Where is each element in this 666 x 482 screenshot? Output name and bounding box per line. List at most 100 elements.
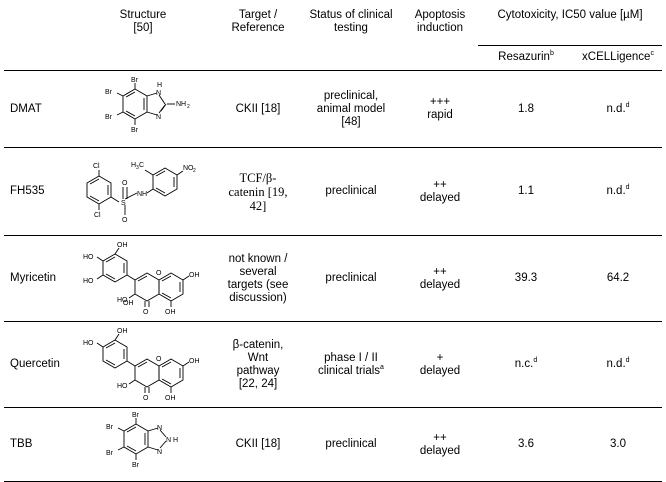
apoptosis-timing: delayed [419,278,461,291]
structure-fh535: Cl H 3 C NO 2 S NH O O Cl [70,147,216,236]
target-line: pathway [236,364,280,377]
xcelligence-text: n.d. [606,185,626,197]
atom-label: 3 [136,165,139,171]
atom-label: HO [83,278,94,285]
atom-label: N [156,114,161,121]
status-line: preclinical, [323,89,379,102]
atom-label: H [157,82,162,89]
compound-table: Structure [50] Target / Reference Status… [4,4,663,482]
structure-dmat: Br Br Br Br H N N NH 2 [70,70,216,148]
atom-label: OH [117,328,128,335]
xcelligence-text: n.d. [606,358,626,370]
resazurin-value: n.c.d [478,321,574,408]
header-apoptosis-label-2: induction [416,22,464,34]
table-row: Myricetin [4,235,663,322]
atom-label: NO [183,165,194,172]
compound-name: DMAT [4,70,70,148]
apoptosis-level: ++ [433,431,447,444]
atom-label: N [156,90,161,97]
status-line: clinical trialsa [303,364,399,378]
header-xcelligence-footnote: c [650,50,654,58]
apoptosis-level: ++ [433,265,447,278]
header-resazurin-label: Resazurin [498,51,550,63]
header-resazurin-footnote: b [549,50,554,58]
footnote-marker: d [533,357,538,365]
atom-label: Br [106,450,114,457]
xcelligence-value: n.d.d [574,321,663,408]
atom-label: Cl [93,163,100,170]
apoptosis-timing: delayed [419,364,461,377]
target-cell: CKII [18] [216,407,300,482]
compound-name: FH535 [4,147,70,236]
atom-label: O [143,395,149,402]
resazurin-value: 39.3 [478,235,574,322]
atom-label: O [143,309,149,316]
status-line: [48] [341,115,361,128]
target-cell: β-catenin, Wnt pathway [22, 24] [216,321,300,408]
table-row: DMAT Br Br [4,70,663,148]
atom-label: H [173,437,178,444]
table-row: Quercetin [4,321,663,408]
header-apoptosis-label: Apoptosis [414,9,466,21]
apoptosis-cell: ++ delayed [402,407,478,482]
atom-label: O [122,217,128,224]
target-line: TCF/β- [239,170,277,185]
resazurin-value: 1.1 [478,147,574,236]
structure-quercetin: HO OH O OH HO O OH [70,321,216,408]
table-row: TBB Br Br Br [4,407,663,482]
atom-label: NH [137,191,147,198]
header-xcelligence: xCELLigencec [574,45,663,71]
header-resazurin: Resazurinb [478,45,574,71]
target-line: not known / [228,252,288,265]
atom-label: HO [117,297,128,304]
header-structure-ref: [50] [133,22,153,34]
target-line: discussion) [229,291,287,304]
xcelligence-value: n.d.d [574,147,663,236]
header-apoptosis: Apoptosis induction [402,4,478,71]
structure-myricetin: HO HO OH OH O OH HO O OH [70,235,216,322]
target-cell: TCF/β- catenin [19, 42] [216,147,300,236]
header-structure-label: Structure [119,9,167,21]
header-target: Target / Reference [216,4,300,71]
header-status-label-2: testing [334,22,368,34]
apoptosis-level: +++ [429,96,451,108]
xcelligence-value: 64.2 [574,235,663,322]
atom-label: OH [189,358,200,365]
atom-label: OH [117,242,128,249]
apoptosis-cell: +++ rapid [402,70,478,148]
myricetin-structure-icon: HO HO OH OH O OH HO O OH [83,242,200,316]
target-line: β-catenin, [232,338,284,351]
target-line: Wnt [247,351,269,364]
table-row: FH535 [4,147,663,236]
target-line: several [239,265,277,278]
atom-label: Br [132,462,140,469]
atom-label: Br [105,89,113,96]
target-line: targets (see [227,278,289,291]
atom-label: Cl [94,212,101,219]
header-target-label-2: Reference [231,22,285,34]
footnote-marker: d [625,184,630,192]
header-name-blank [4,4,70,71]
target-line: 42] [249,198,267,213]
footnote-marker: d [625,357,630,365]
status-cell: phase I / II clinical trialsa [300,321,402,408]
atom-label: H [131,162,136,169]
compound-name: Quercetin [4,321,70,408]
status-cell: preclinical [300,147,402,236]
status-cell: preclinical [300,407,402,482]
compound-name: Myricetin [4,235,70,322]
target-line: [22, 24] [238,377,278,390]
tbb-structure-icon: Br Br Br Br N N N H [106,412,178,469]
fh535-structure-icon: Cl H 3 C NO 2 S NH O O Cl [86,162,196,224]
atom-label: HO [83,254,94,261]
status-line: phase I / II [324,351,378,364]
header-status-label: Status of clinical [309,9,393,21]
header-target-label: Target / [238,9,278,21]
atom-label: OH [123,300,134,307]
status-line-text: clinical trials [318,364,381,377]
atom-label: O [122,180,128,187]
atom-label: O [156,356,162,363]
atom-label: N [166,437,171,444]
atom-label: N [157,425,162,432]
